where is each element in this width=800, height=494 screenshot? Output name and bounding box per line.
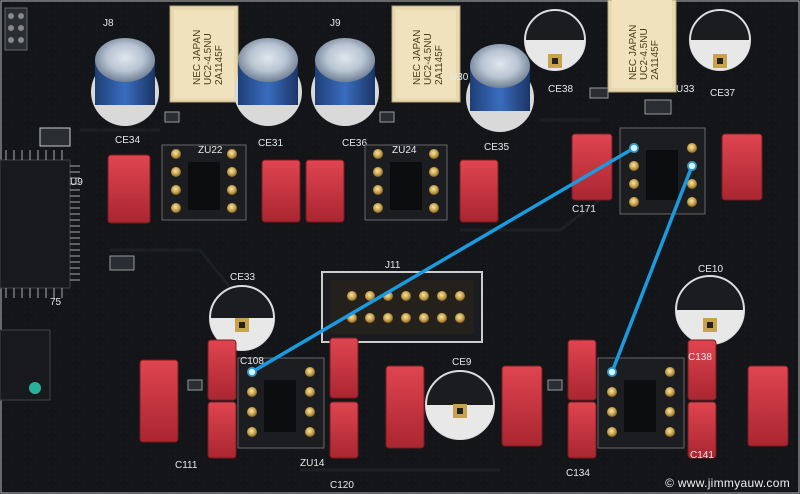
label-c111: C111 [175, 460, 198, 471]
relay-2: NEC JAPAN UC2-4.5NU 2A1145F [391, 5, 461, 103]
label-j8: J8 [103, 18, 114, 29]
label-u30: U30 [450, 72, 469, 83]
label-ce34: CE34 [115, 135, 140, 146]
svg-text:NEC JAPAN: NEC JAPAN [412, 30, 423, 85]
label-c141: C141 [690, 450, 714, 461]
electrolytic-cap-ce35 [466, 44, 534, 132]
label-j9: J9 [330, 18, 341, 29]
label-ce37: CE37 [710, 88, 735, 99]
header-top-left [4, 7, 28, 51]
crystal [39, 127, 71, 147]
svg-text:NEC JAPAN: NEC JAPAN [192, 30, 203, 85]
dip-socket-zu24 [364, 144, 448, 221]
label-u33: U33 [676, 84, 695, 95]
relay-1: NEC JAPAN UC2-4.5NU 2A1145F [169, 5, 239, 103]
label-u9: U9 [70, 177, 83, 188]
svg-text:UC2-4.5NU: UC2-4.5NU [423, 33, 434, 85]
red-film-capacitors [107, 133, 789, 459]
label-ce33: CE33 [230, 272, 255, 283]
label-ce35: CE35 [484, 142, 509, 153]
label-zu14: ZU14 [300, 458, 325, 469]
cap-footprint-ce38 [524, 9, 586, 71]
svg-text:UC2-4.5NU: UC2-4.5NU [203, 33, 214, 85]
dip-socket-zu22 [161, 144, 247, 221]
label-75: 75 [50, 297, 62, 308]
copyright-watermark: © www.jimmyauw.com [665, 476, 790, 490]
dip-socket-top-right [619, 127, 706, 215]
label-j11: J11 [385, 260, 401, 271]
label-ce10: CE10 [698, 264, 723, 275]
label-zu24: ZU24 [392, 145, 417, 156]
qfp-chip-u9 [0, 150, 80, 298]
svg-text:2A1145F: 2A1145F [214, 45, 225, 85]
svg-text:2A1145F: 2A1145F [650, 40, 661, 80]
label-c134: C134 [566, 468, 590, 479]
label-c171: C171 [572, 204, 596, 215]
cap-footprint-ce10 [675, 275, 745, 345]
blue-jumper-wires [250, 146, 694, 374]
electrolytic-cap-ce31 [234, 38, 302, 126]
label-ce9: CE9 [452, 357, 472, 368]
wire-1 [250, 146, 636, 374]
small-chip-left [0, 329, 51, 401]
label-ce36: CE36 [342, 138, 367, 149]
label-ce31: CE31 [258, 138, 283, 149]
smd-parts [109, 87, 672, 391]
label-zu22: ZU22 [198, 145, 223, 156]
svg-text:2A1145F: 2A1145F [434, 45, 445, 85]
label-c108: C108 [240, 356, 264, 367]
label-c138: C138 [688, 352, 712, 363]
green-dot [29, 382, 41, 394]
svg-text:NEC JAPAN: NEC JAPAN [628, 25, 639, 80]
cap-footprint-ce9 [425, 370, 495, 440]
label-c120: C120 [330, 480, 354, 491]
wire-2 [610, 164, 694, 374]
label-ce38: CE38 [548, 84, 573, 95]
dip-socket-zu14 [237, 357, 325, 449]
cap-footprint-ce37 [689, 9, 751, 71]
svg-text:UC2-4.5NU: UC2-4.5NU [639, 28, 650, 80]
electrolytic-cap-ce34 [91, 38, 159, 126]
relay-3: NEC JAPAN UC2-4.5NU 2A1145F [607, 0, 677, 93]
electrolytic-cap-ce36 [311, 38, 379, 126]
